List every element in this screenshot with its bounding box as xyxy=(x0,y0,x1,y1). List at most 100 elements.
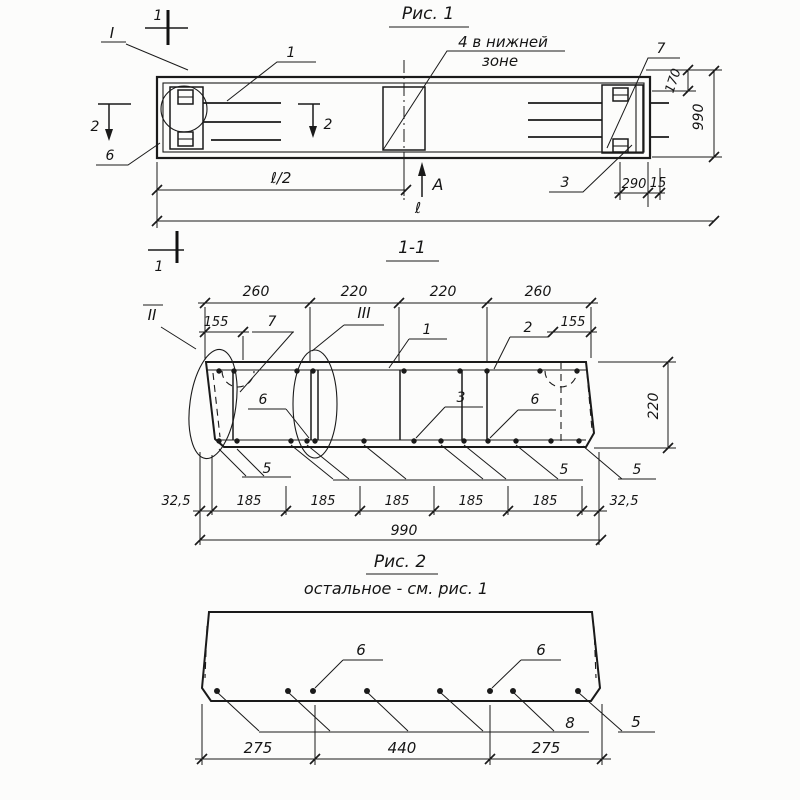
dim-half-length-lines xyxy=(156,162,406,228)
sec-callout5c: 5 xyxy=(633,462,642,478)
callout7-label: 7 xyxy=(657,41,666,57)
bottom-dim-185-4: 185 xyxy=(459,494,484,509)
dim-half-length-ticks xyxy=(151,184,412,196)
spacer-dot xyxy=(364,688,370,694)
dim290-label: 290 xyxy=(622,177,647,192)
note-line1: 4 в нижней xyxy=(458,33,548,51)
rebar-dot xyxy=(576,438,582,444)
dim155-left-label: 155 xyxy=(204,315,229,330)
callout1-leader xyxy=(226,61,316,102)
top-dim-220a: 220 xyxy=(341,284,368,300)
detail-II-leader xyxy=(143,304,197,350)
sec-callout7: 7 xyxy=(268,314,277,330)
dim15-label: 15 xyxy=(650,176,667,191)
callout3-label: 3 xyxy=(561,175,570,191)
spacer-dot xyxy=(487,688,493,694)
cut2-left-label: 2 xyxy=(91,119,100,135)
fig2-callout6b-leader xyxy=(491,659,561,689)
sec-callout2-leader xyxy=(493,336,548,370)
detail-III-leader xyxy=(311,324,384,352)
figure2-end-dashed xyxy=(204,625,597,679)
figure2-dots xyxy=(214,688,581,694)
dim290-15-lines xyxy=(614,162,665,207)
dim-half-length-label: ℓ/2 xyxy=(270,169,292,187)
rebar-dot xyxy=(484,368,490,374)
rebar-dot xyxy=(574,368,580,374)
bottom-dim-185-2: 185 xyxy=(311,494,336,509)
figure-2: Рис. 2 остальное - см. рис. 1 6 6 8 5 27… xyxy=(195,552,655,765)
rebar-dot xyxy=(485,438,491,444)
fig2-callout8: 8 xyxy=(565,714,575,732)
dim220-label: 220 xyxy=(646,393,662,420)
callout3-leader xyxy=(549,144,633,193)
total-dim-990: 990 xyxy=(391,523,418,539)
cut2-mid-label: 2 xyxy=(324,117,333,133)
rebar-dot xyxy=(310,368,316,374)
rebar-lines xyxy=(203,102,669,141)
spacer-dot xyxy=(510,688,516,694)
sec-callout6a-leader xyxy=(248,408,310,439)
cut2-mid-marker: 2 xyxy=(298,103,333,138)
detail-marker-III: III xyxy=(357,304,371,322)
sec-callout3-leader xyxy=(415,406,483,439)
rebar-dot xyxy=(216,438,222,444)
rebar-dot xyxy=(411,438,417,444)
top-dim-ticks xyxy=(199,297,597,309)
dim990-label: 990 xyxy=(691,104,707,131)
spacer-dot xyxy=(214,688,220,694)
bottom-dim-185-3: 185 xyxy=(385,494,410,509)
sec-callout1-leader xyxy=(388,338,447,369)
bottom-dim-185-1: 185 xyxy=(237,494,262,509)
fig2-callout6a-leader xyxy=(314,659,383,689)
dim-length-label: ℓ xyxy=(414,199,421,217)
spacer-dot xyxy=(437,688,443,694)
dim155-right-ticks xyxy=(547,326,597,338)
right-block xyxy=(601,84,644,154)
dim155-left-ticks xyxy=(199,326,249,338)
cut2-left-marker: 2 xyxy=(91,103,131,141)
fig2-dim-ticks xyxy=(196,753,608,765)
beam-left-end-block xyxy=(169,86,204,150)
rebar-dot xyxy=(312,438,318,444)
sec-callout5b-leader xyxy=(290,444,583,481)
detail-marker-I: I xyxy=(110,24,115,42)
cut2-left-arrow xyxy=(105,129,113,141)
rebar-dot xyxy=(513,438,519,444)
rebar-dot xyxy=(548,438,554,444)
section-callouts: 7 1 2 6 6 3 5 5 5 xyxy=(218,314,656,481)
a-arrowhead xyxy=(418,162,426,176)
rebar-dot xyxy=(361,438,367,444)
sec-callout3: 3 xyxy=(457,390,466,406)
detail-III-oval xyxy=(292,349,338,459)
figure-1: Рис. 1 1 I xyxy=(91,4,722,275)
rebar-dot xyxy=(401,368,407,374)
cut1-bottom-label: 1 xyxy=(155,259,164,275)
section-bottom-dimensions: 32,5 185 185 185 185 185 32,5 990 xyxy=(162,452,638,546)
sec-callout5c-leader xyxy=(582,445,656,480)
hidden-loop-arcs xyxy=(221,370,578,388)
top-dim-220b: 220 xyxy=(430,284,457,300)
figure1-title: Рис. 1 xyxy=(402,4,454,24)
rebar-dot xyxy=(461,438,467,444)
fig2-dim-275-right: 275 xyxy=(532,739,561,757)
beam-right-end-block xyxy=(601,84,644,154)
fig2-callout5: 5 xyxy=(631,713,641,731)
rebar-dots xyxy=(216,368,582,444)
figure2-subtitle: остальное - см. рис. 1 xyxy=(304,579,488,598)
fig2-callout6b: 6 xyxy=(536,641,546,659)
dim220-ticks xyxy=(662,356,674,454)
cut1-top-label: 1 xyxy=(154,8,163,24)
sec-callout6a: 6 xyxy=(259,392,268,408)
detail-II-oval xyxy=(188,348,238,460)
sec-callout6b: 6 xyxy=(531,392,540,408)
sec-callout7-leader xyxy=(239,331,294,393)
total-dim-ticks xyxy=(194,534,607,546)
a-label: А xyxy=(432,175,444,194)
stirrup-lines xyxy=(232,370,488,440)
rebar-dot xyxy=(537,368,543,374)
callout7-leader xyxy=(606,57,680,149)
callout1-label: 1 xyxy=(287,45,296,61)
rebar-dot xyxy=(457,368,463,374)
dim170-ticks xyxy=(682,64,694,97)
sec-callout5b: 5 xyxy=(560,462,569,478)
